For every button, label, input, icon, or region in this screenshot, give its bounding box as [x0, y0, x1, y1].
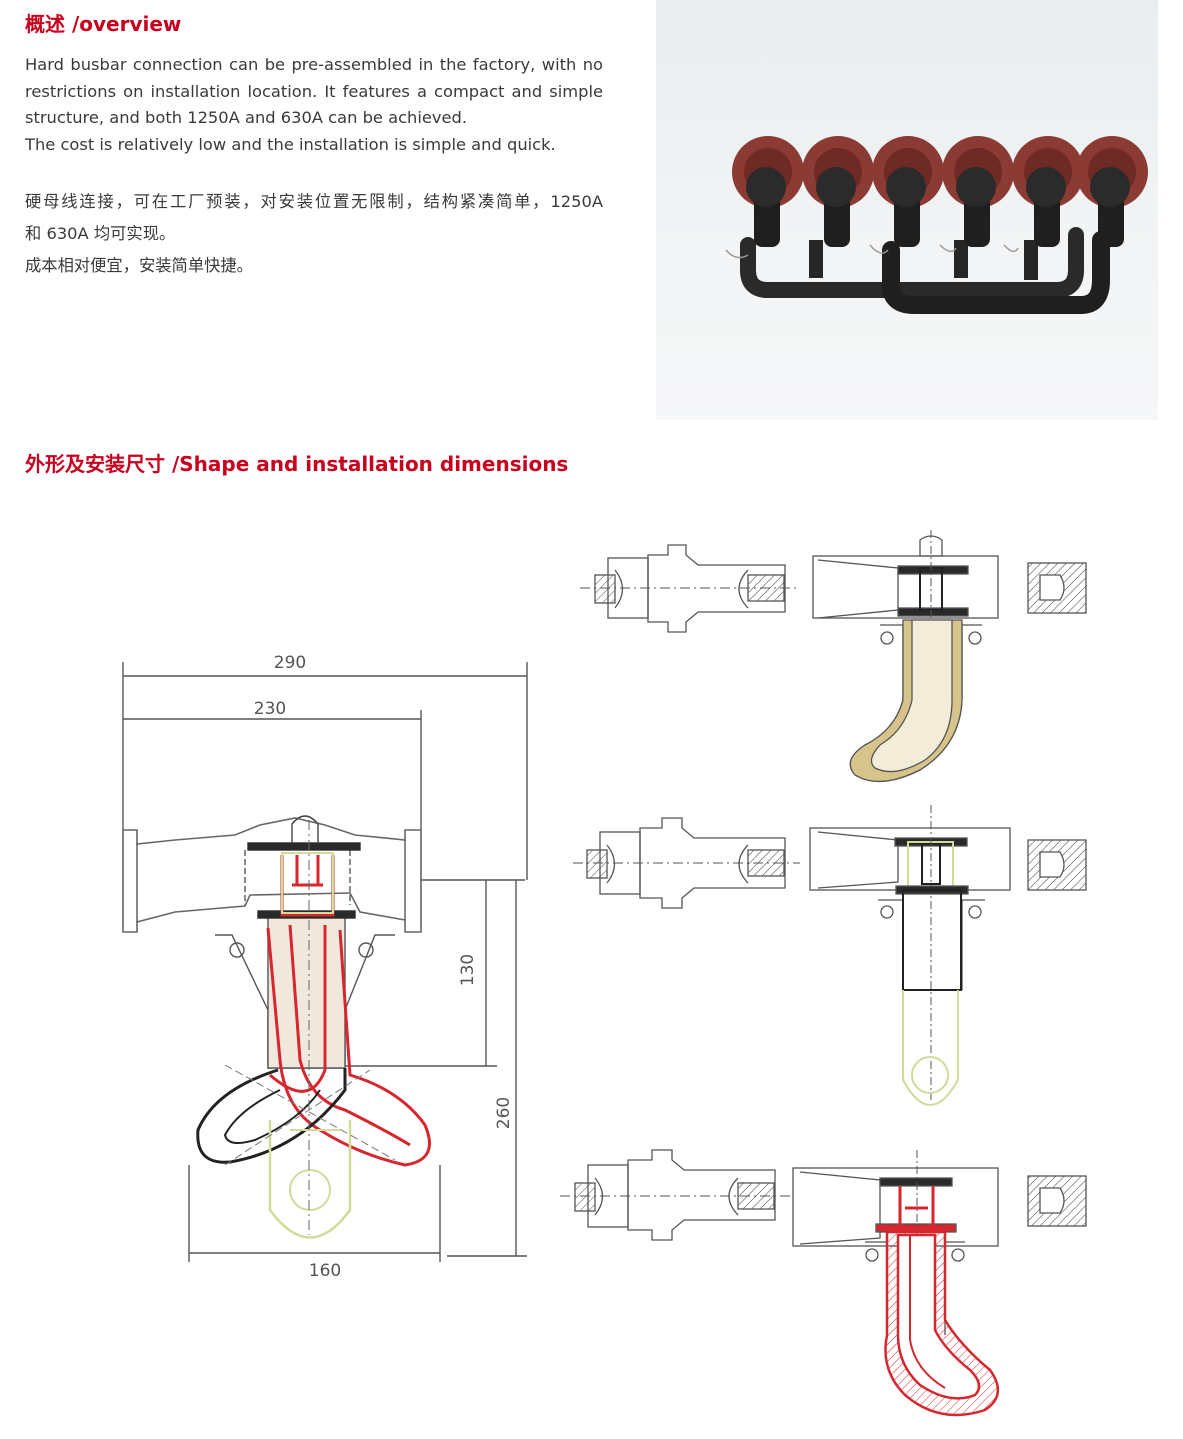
cn-line: 硬母线连接，可在工厂预装，对安装位置无限制，结构紧凑简单，1250A — [25, 192, 603, 211]
product-photo — [656, 0, 1158, 420]
connector-elevation-drawing — [580, 530, 1087, 783]
connector-elevation-drawing — [573, 805, 1087, 1106]
en-line: structure, and both 1250A and 630A can b… — [25, 108, 468, 127]
dimension-drawings: 290 230 130 260 160 — [122, 530, 1087, 1417]
en-line: The cost is relatively low and the insta… — [25, 134, 556, 154]
overview-chinese-text: 硬母线连接，可在工厂预装，对安装位置无限制，结构紧凑简单，1250A 和 630… — [25, 186, 603, 282]
connector-group — [732, 136, 1148, 247]
dimensions-heading: 外形及安装尺寸 /Shape and installation dimensio… — [25, 452, 569, 476]
cn-line: 和 630A 均可实现。 — [25, 224, 176, 243]
en-line: restrictions on installation location. I… — [25, 81, 603, 101]
busbar-photo-icon — [725, 136, 1148, 314]
dim-230-label: 230 — [254, 699, 286, 719]
busbar-section-drawing — [122, 662, 528, 1262]
dim-160-label: 160 — [309, 1261, 341, 1281]
connector-elevation-drawing — [560, 1149, 1087, 1417]
cn-line: 成本相对便宜，安装简单快捷。 — [25, 256, 253, 275]
overview-english-text: Hard busbar connection can be pre-assemb… — [25, 52, 603, 158]
en-line: Hard busbar connection can be pre-assemb… — [25, 55, 603, 74]
dim-260-label: 260 — [494, 1097, 514, 1129]
dim-290-label: 290 — [274, 653, 306, 673]
dim-130-label: 130 — [458, 954, 478, 986]
overview-heading: 概述 /overview — [25, 12, 182, 36]
